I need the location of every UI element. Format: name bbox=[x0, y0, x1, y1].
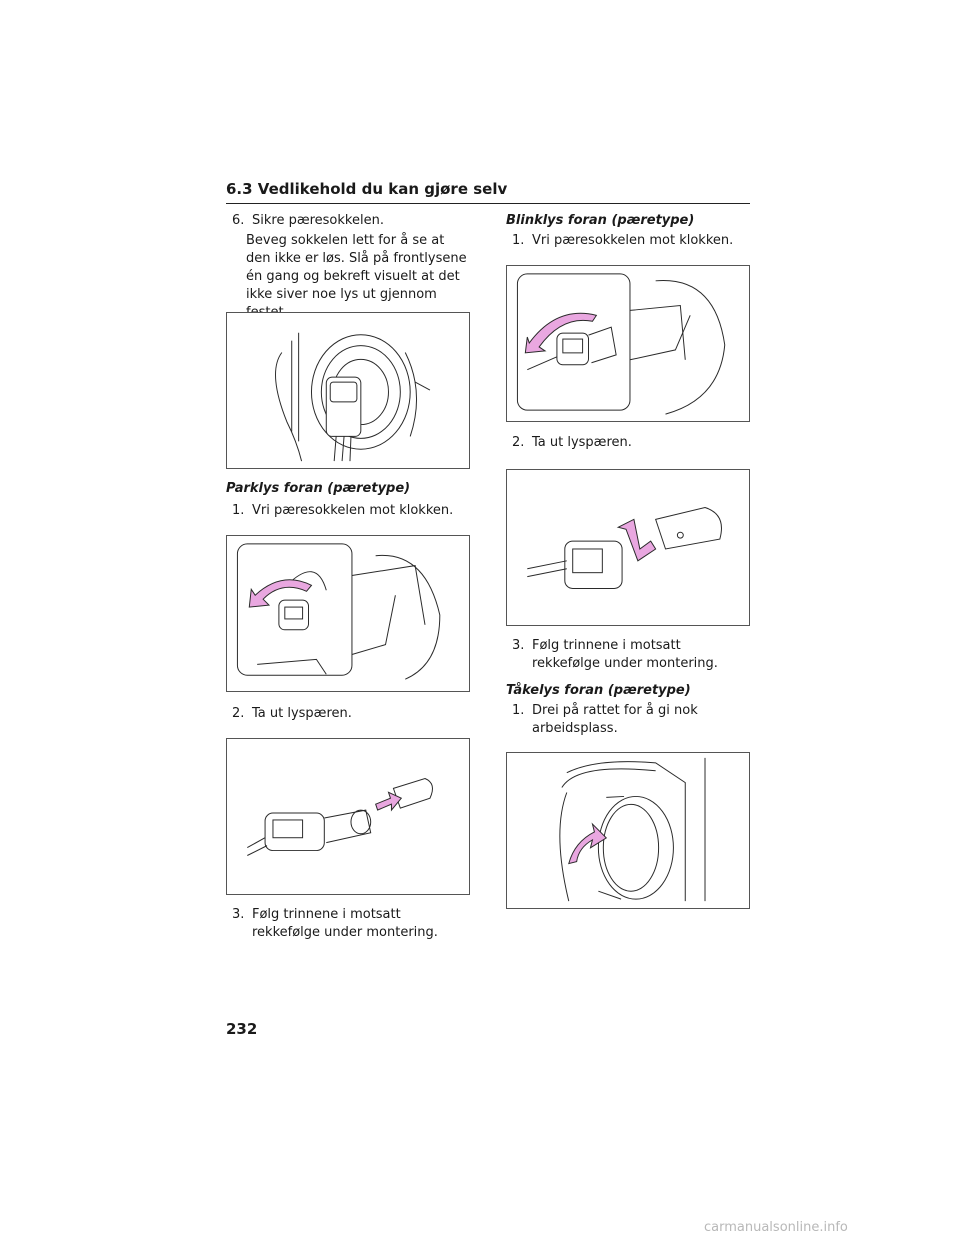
step-number: 3. bbox=[232, 907, 245, 922]
rotate-arrow-icon bbox=[524, 312, 598, 354]
figure-parking-rotate bbox=[226, 535, 470, 692]
turn-section: Blinklys foran (pæretype) 1. Vri pæresok… bbox=[506, 212, 750, 250]
step-number: 1. bbox=[512, 233, 525, 248]
parking-step-3-block: 3. Følg trinnene i motsatt rekkefølge un… bbox=[226, 906, 470, 942]
step-number: 1. bbox=[232, 503, 245, 518]
step-text: Ta ut lyspæren. bbox=[532, 435, 632, 450]
parking-step-3: 3. Følg trinnene i motsatt rekkefølge un… bbox=[226, 906, 470, 942]
step-text: Vri pæresokkelen mot klokken. bbox=[532, 233, 734, 248]
turn-step-2: 2. Ta ut lyspæren. bbox=[506, 434, 750, 452]
pull-arrow-icon bbox=[375, 791, 403, 812]
parking-step-2-block: 2. Ta ut lyspæren. bbox=[226, 705, 470, 723]
figure-turn-remove bbox=[506, 469, 750, 626]
step-number: 6. bbox=[232, 213, 245, 228]
step-number: 2. bbox=[232, 706, 245, 721]
fog-section: Tåkelys foran (pæretype) 1. Drei på ratt… bbox=[506, 682, 750, 738]
figure-fog-wheel bbox=[506, 752, 750, 909]
turn-step-2-block: 2. Ta ut lyspæren. bbox=[506, 434, 750, 452]
figure-socket-secure bbox=[226, 312, 470, 469]
parking-section: Parklys foran (pæretype) 1. Vri pæresokk… bbox=[226, 480, 470, 520]
fog-step-1: 1. Drei på rattet for å gi nok arbeidspl… bbox=[506, 702, 750, 738]
parking-step-1: 1. Vri pæresokkelen mot klokken. bbox=[226, 502, 470, 520]
step-number: 2. bbox=[512, 435, 525, 450]
turn-step-3-block: 3. Følg trinnene i motsatt rekkefølge un… bbox=[506, 637, 750, 673]
rotate-arrow-icon bbox=[248, 579, 313, 608]
step-title: Sikre pæresokkelen. bbox=[252, 213, 384, 228]
step-number: 3. bbox=[512, 638, 525, 653]
parking-step-2: 2. Ta ut lyspæren. bbox=[226, 705, 470, 723]
turn-heading: Blinklys foran (pæretype) bbox=[506, 213, 695, 228]
figure-turn-rotate bbox=[506, 265, 750, 422]
step-6: 6. Sikre pæresokkelen. bbox=[226, 212, 470, 230]
step-6-body: Beveg sokkelen lett for å se at den ikke… bbox=[246, 233, 467, 320]
turn-remove-illustration bbox=[527, 507, 722, 589]
step-text: Følg trinnene i motsatt rekkefølge under… bbox=[532, 638, 718, 671]
fog-wheel-illustration bbox=[559, 757, 706, 902]
turn-step-1: 1. Vri pæresokkelen mot klokken. bbox=[506, 232, 750, 250]
fog-heading: Tåkelys foran (pæretype) bbox=[506, 683, 691, 698]
figure-parking-remove bbox=[226, 738, 470, 895]
parking-rotate-illustration bbox=[236, 543, 441, 680]
rotate-pull-arrow-icon bbox=[616, 518, 657, 562]
section-title: 6.3 Vedlikehold du kan gjøre selv bbox=[226, 180, 508, 198]
left-column: 6. Sikre pæresokkelen. Beveg sokkelen le… bbox=[226, 212, 470, 322]
parking-heading: Parklys foran (pæretype) bbox=[226, 481, 411, 496]
step-text: Drei på rattet for å gi nok arbeidsplass… bbox=[532, 703, 698, 736]
step-text: Følg trinnene i motsatt rekkefølge under… bbox=[252, 907, 438, 940]
socket-illustration bbox=[275, 332, 431, 462]
footer-watermark: carmanualsonline.info bbox=[704, 1220, 848, 1235]
parking-remove-illustration bbox=[247, 777, 433, 856]
step-text: Vri pæresokkelen mot klokken. bbox=[252, 503, 454, 518]
turn-rotate-illustration bbox=[516, 273, 726, 415]
section-header: 6.3 Vedlikehold du kan gjøre selv bbox=[226, 180, 750, 204]
step-number: 1. bbox=[512, 703, 525, 718]
turn-step-3: 3. Følg trinnene i motsatt rekkefølge un… bbox=[506, 637, 750, 673]
steer-arrow-icon bbox=[568, 822, 608, 865]
step-text: Ta ut lyspæren. bbox=[252, 706, 352, 721]
page-number: 232 bbox=[226, 1020, 258, 1038]
